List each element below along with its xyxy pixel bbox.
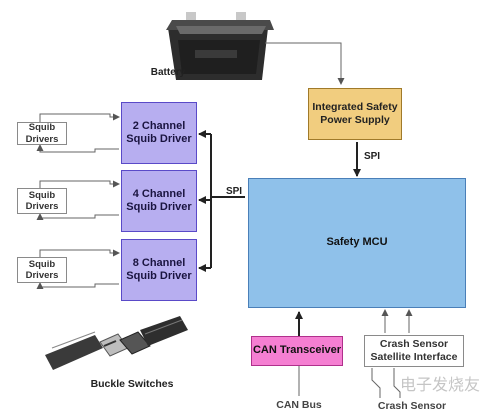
spi-label-top: SPI bbox=[363, 151, 381, 162]
buckle-switches-label: Buckle Switches bbox=[90, 378, 174, 390]
battery-to-psu-line bbox=[265, 42, 345, 85]
crash-to-mcu-lines bbox=[371, 309, 413, 398]
buckle-switches-icon bbox=[45, 316, 188, 370]
can-bus-label: CAN Bus bbox=[276, 399, 322, 411]
squib-box-1: Squib Drivers bbox=[17, 122, 67, 145]
spi-bus bbox=[198, 130, 245, 272]
battery-icon bbox=[166, 12, 274, 80]
squib-loops bbox=[36, 113, 120, 289]
watermark-text: 电子发烧友 bbox=[399, 375, 480, 394]
squib-box-3: Squib Drivers bbox=[17, 257, 67, 283]
squib-box-2: Squib Drivers bbox=[17, 188, 67, 214]
power-supply-box: Integrated Safety Power Supply bbox=[308, 88, 402, 140]
safety-mcu-box: Safety MCU bbox=[248, 178, 466, 308]
squib-driver-4ch-box: 4 Channel Squib Driver bbox=[121, 170, 197, 232]
crash-sensor-label: Crash Sensor bbox=[377, 400, 447, 412]
squib-driver-8ch-box: 8 Channel Squib Driver bbox=[121, 239, 197, 301]
squib-driver-2ch-box: 2 Channel Squib Driver bbox=[121, 102, 197, 164]
spi-label-left: SPI bbox=[225, 186, 243, 197]
crash-sensor-interface-box: Crash Sensor Satellite Interface bbox=[364, 335, 464, 367]
battery-label: Battery bbox=[150, 67, 186, 78]
can-transceiver-box: CAN Transceiver bbox=[251, 336, 343, 366]
